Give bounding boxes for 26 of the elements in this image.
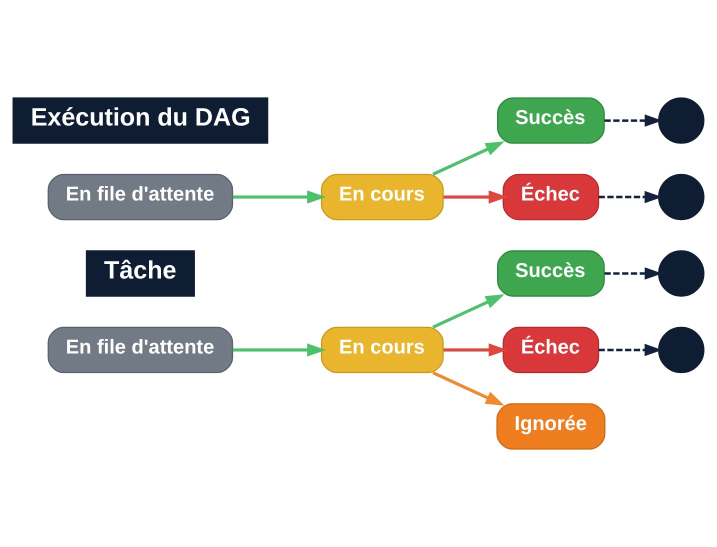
node-box: Échec	[502, 174, 600, 220]
node-circle	[658, 97, 704, 144]
arrow	[604, 267, 662, 280]
node-circle	[658, 326, 704, 374]
node-box: En cours	[320, 326, 444, 374]
arrow	[598, 190, 662, 204]
arrow	[598, 344, 662, 356]
node-box: En file d'attente	[48, 326, 234, 374]
node-box: En cours	[320, 174, 444, 220]
arrow	[232, 343, 326, 357]
node-box: Exécution du DAG	[12, 97, 268, 144]
arrow	[432, 294, 504, 329]
node-circle	[658, 174, 704, 220]
arrow	[432, 141, 504, 176]
node-box: Ignorée	[496, 403, 606, 450]
node-box: En file d'attente	[48, 174, 234, 220]
arrow	[444, 190, 508, 204]
arrow	[432, 371, 504, 406]
node-box: Échec	[502, 326, 600, 374]
node-box: Succès	[497, 250, 605, 297]
arrow	[232, 190, 326, 204]
node-box: Tâche	[86, 250, 195, 297]
arrow	[604, 114, 662, 127]
node-box: Succès	[497, 97, 605, 144]
node-circle	[658, 250, 704, 297]
arrow	[444, 343, 508, 357]
